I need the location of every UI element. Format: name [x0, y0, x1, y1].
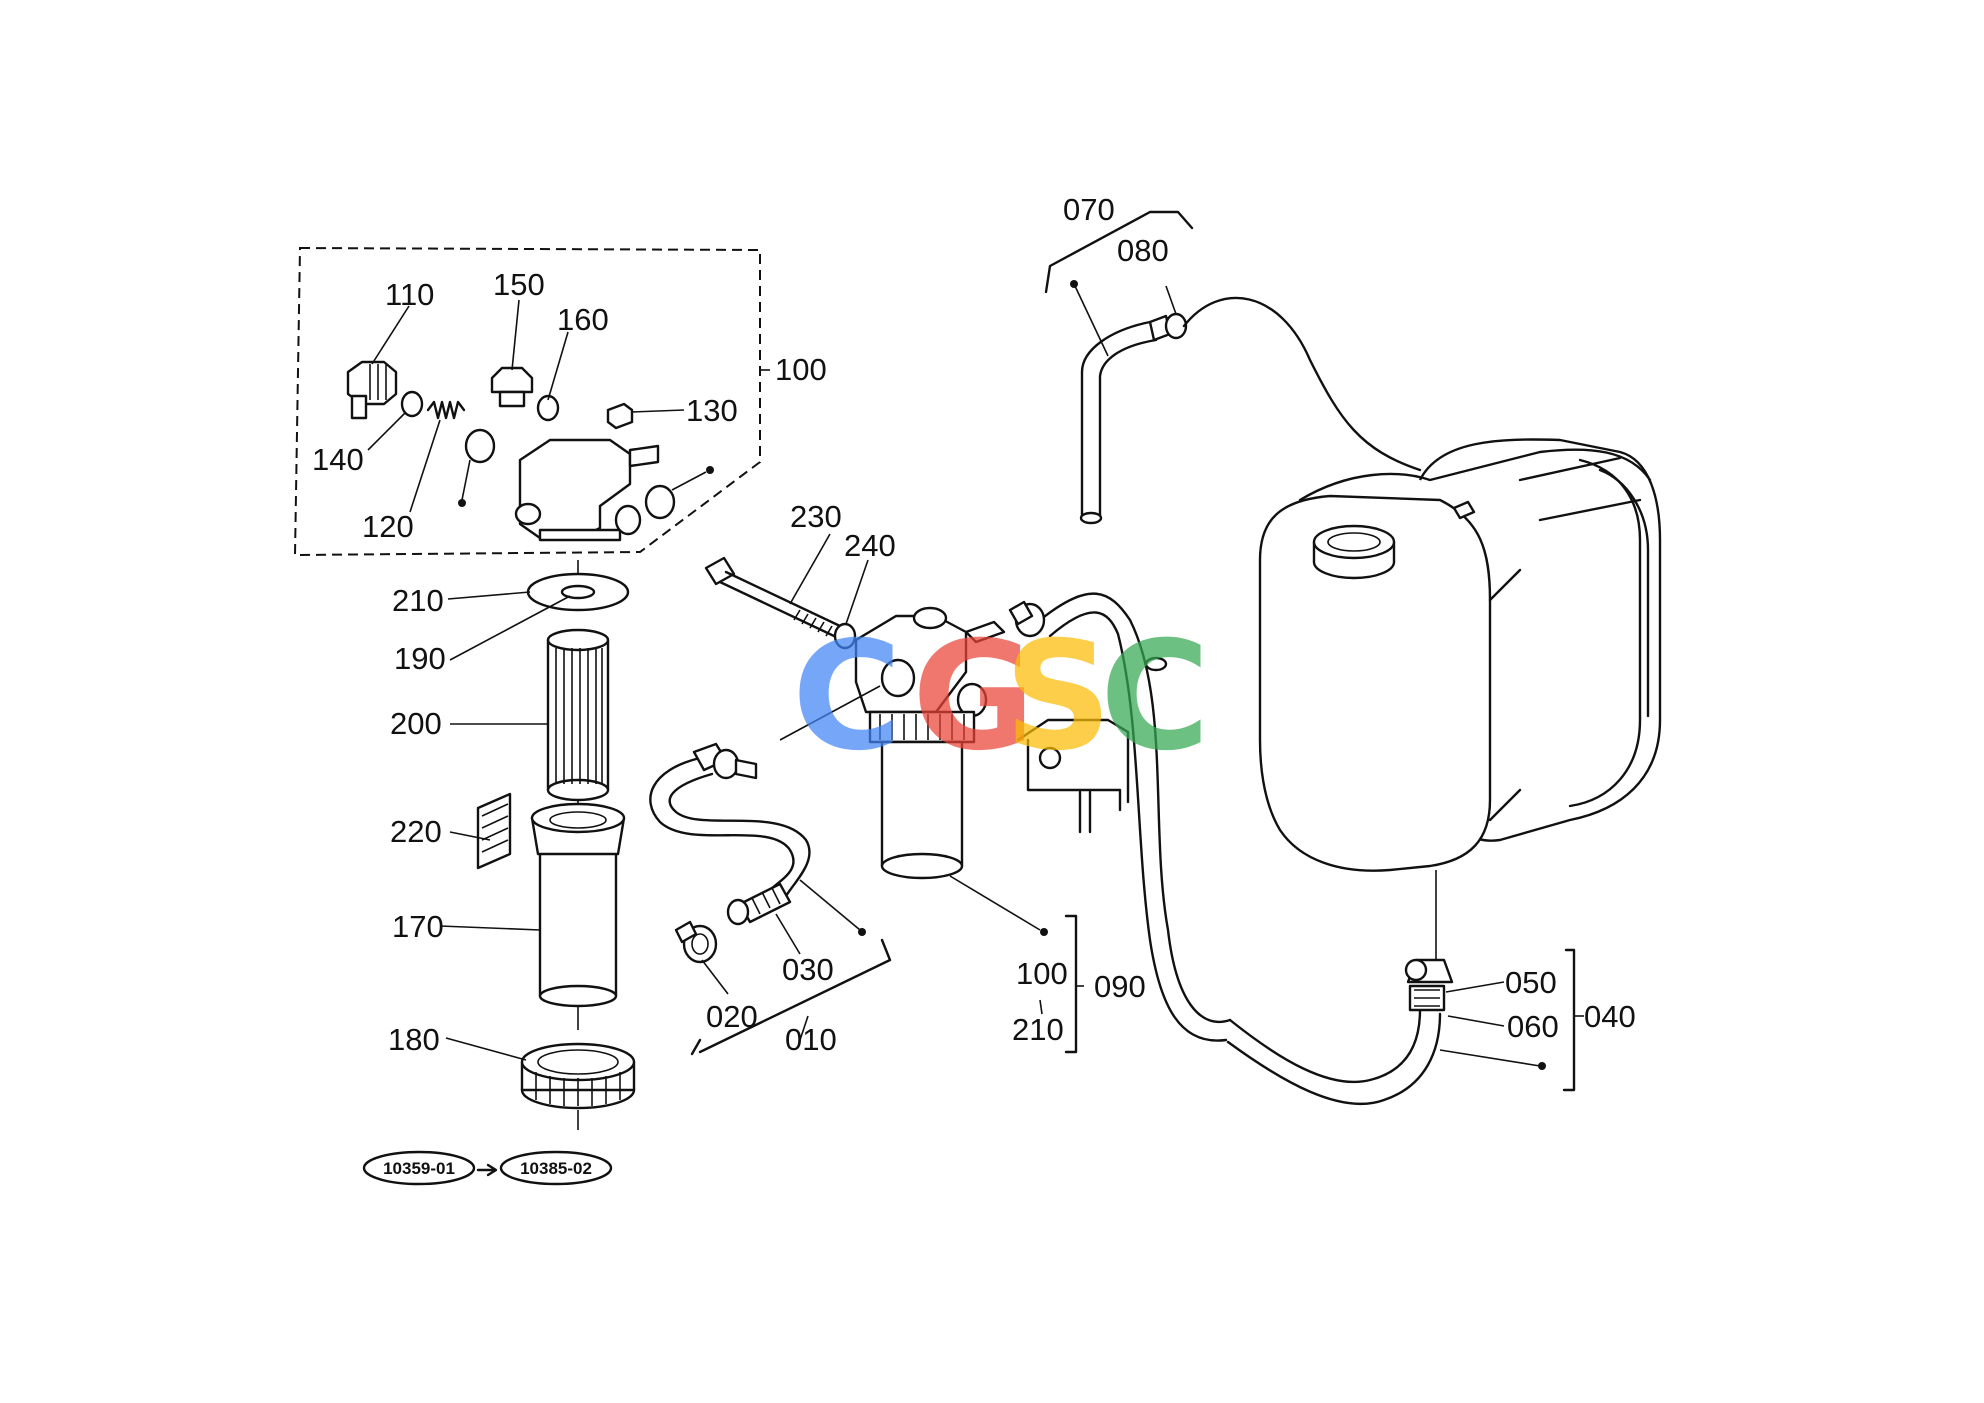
label-030: 030 — [782, 952, 834, 987]
filter-element-part — [546, 628, 610, 802]
filter-head-body — [514, 438, 714, 542]
serial-to-badge — [499, 1150, 613, 1186]
label-210-filter: 210 — [1012, 1012, 1064, 1047]
washer-240-part — [833, 622, 857, 650]
label-060: 060 — [1507, 1009, 1559, 1044]
plug-130-part — [606, 402, 634, 430]
mounting-bracket — [1016, 718, 1130, 834]
spring-part — [426, 400, 466, 420]
washer-140-part — [400, 390, 424, 418]
fuel-hose-upper — [1008, 592, 1232, 1042]
center-bolt-part — [704, 556, 842, 638]
watermark-letter-2: G — [912, 610, 1035, 784]
drain-cock-part — [346, 360, 398, 420]
label-170: 170 — [392, 909, 444, 944]
label-110: 110 — [385, 277, 434, 312]
fuel-tank — [1258, 438, 1662, 972]
watermark-letter-4: C — [1100, 610, 1210, 784]
drain-cock-050 — [1404, 958, 1454, 984]
filter-assembly-090 — [854, 606, 1006, 880]
label-070: 070 — [1063, 192, 1115, 227]
serial-from-text: 10359-01 — [383, 1159, 455, 1178]
label-240: 240 — [844, 528, 896, 563]
hose-assembly-010 — [649, 742, 811, 898]
vent-line — [1182, 296, 1422, 472]
hose-clamp-020 — [674, 920, 718, 964]
washer-160-part — [536, 394, 560, 422]
label-150: 150 — [493, 267, 545, 302]
watermark: C G S C — [792, 610, 1210, 784]
bracket-070 — [1044, 210, 1194, 294]
label-230: 230 — [790, 499, 842, 534]
label-160: 160 — [557, 302, 609, 337]
arrow-right-icon — [476, 1163, 498, 1177]
serial-range: 10359-01 10385-02 — [362, 1150, 613, 1186]
valve-piece-part — [464, 428, 496, 464]
air-bleed-bolt-part — [490, 366, 534, 408]
bracket-010 — [690, 938, 892, 1056]
label-100-assembly: 100 — [775, 352, 827, 387]
label-080: 080 — [1117, 233, 1169, 268]
label-180: 180 — [388, 1022, 440, 1057]
filter-bowl-part — [530, 802, 626, 1008]
overflow-hose-070 — [1070, 280, 1172, 525]
label-140: 140 — [312, 442, 364, 477]
drain-hose-040 — [1226, 984, 1446, 1106]
label-130: 130 — [686, 393, 738, 428]
assembly-100-enclosure — [293, 246, 761, 557]
label-040: 040 — [1584, 999, 1636, 1034]
o-ring-190-part — [560, 584, 596, 600]
label-050: 050 — [1505, 965, 1557, 1000]
label-200: 200 — [390, 706, 442, 741]
bracket-040 — [1562, 948, 1576, 1092]
serial-from-badge — [362, 1150, 476, 1186]
label-210-left: 210 — [392, 583, 444, 618]
watermark-letter-1: C — [792, 610, 902, 784]
label-190: 190 — [394, 641, 446, 676]
retaining-ring-part — [520, 1042, 636, 1110]
watermark-letter-3: S — [1004, 610, 1112, 784]
leader-lines — [367, 299, 1584, 1061]
label-020: 020 — [706, 999, 758, 1034]
label-220: 220 — [390, 814, 442, 849]
bracket-090 — [1064, 914, 1078, 1054]
hose-fitting-030 — [726, 879, 866, 936]
label-010: 010 — [785, 1022, 837, 1057]
serial-to-text: 10385-02 — [520, 1159, 592, 1178]
label-120: 120 — [362, 509, 414, 544]
label-100-filter: 100 — [1016, 956, 1068, 991]
label-090: 090 — [1094, 969, 1146, 1004]
